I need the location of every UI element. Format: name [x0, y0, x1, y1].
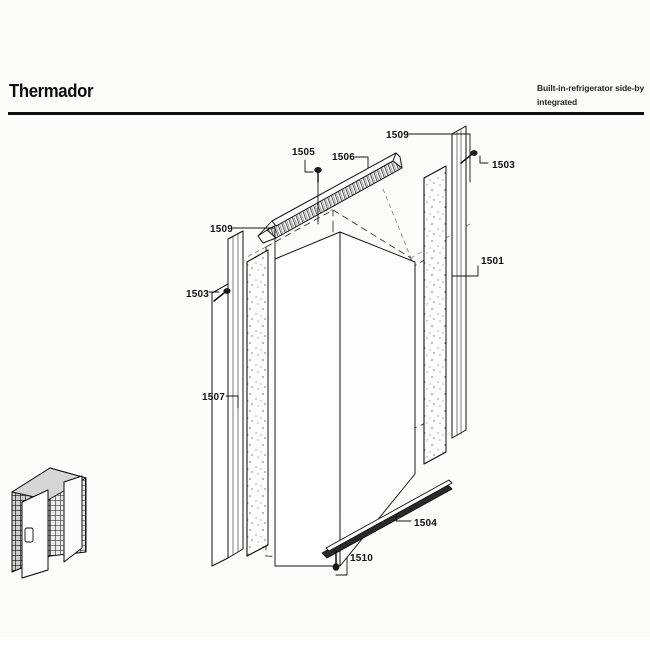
part-1510-pin-screw [332, 550, 340, 571]
model-description: Built-in-refrigerator side-by integrated [537, 81, 650, 109]
part-1506-top-rail [257, 152, 403, 244]
part-1507-left-corner-bracket [211, 230, 244, 567]
callout-1503-left: 1503 [186, 289, 210, 300]
callout-1509-top: 1509 [386, 130, 410, 141]
header-divider-rule [8, 112, 644, 115]
part-1503-right-screw [460, 150, 478, 164]
callout-1503-right: 1503 [492, 160, 516, 171]
callout-1504: 1504 [414, 518, 438, 529]
model-description-line-1: Built-in-refrigerator side-by [537, 83, 645, 93]
callout-1501: 1501 [481, 256, 505, 267]
part-1505-screw [314, 167, 322, 183]
callout-1505: 1505 [292, 147, 316, 158]
part-1503-left-screw [213, 288, 231, 302]
part-1509-right-trim-panel [423, 165, 447, 465]
part-1504-base-toe-trim [321, 479, 453, 559]
callout-1506: 1506 [332, 152, 356, 163]
refrigerator-cabinet-thumbnail [11, 467, 87, 579]
callout-leader-lines [208, 133, 489, 576]
part-1501-right-corner-bracket [451, 125, 467, 439]
page-header: Thermador Built-in-refrigerator side-by … [0, 76, 650, 116]
cabinet-front-faces [274, 231, 416, 567]
callout-1509-left: 1509 [210, 224, 234, 235]
thermador-brand-logo: Thermador [9, 81, 94, 101]
callout-1510: 1510 [350, 553, 374, 564]
callout-1507: 1507 [202, 392, 226, 403]
model-description-line-2: integrated [537, 97, 578, 107]
part-1509-left-trim-panel [246, 249, 269, 557]
